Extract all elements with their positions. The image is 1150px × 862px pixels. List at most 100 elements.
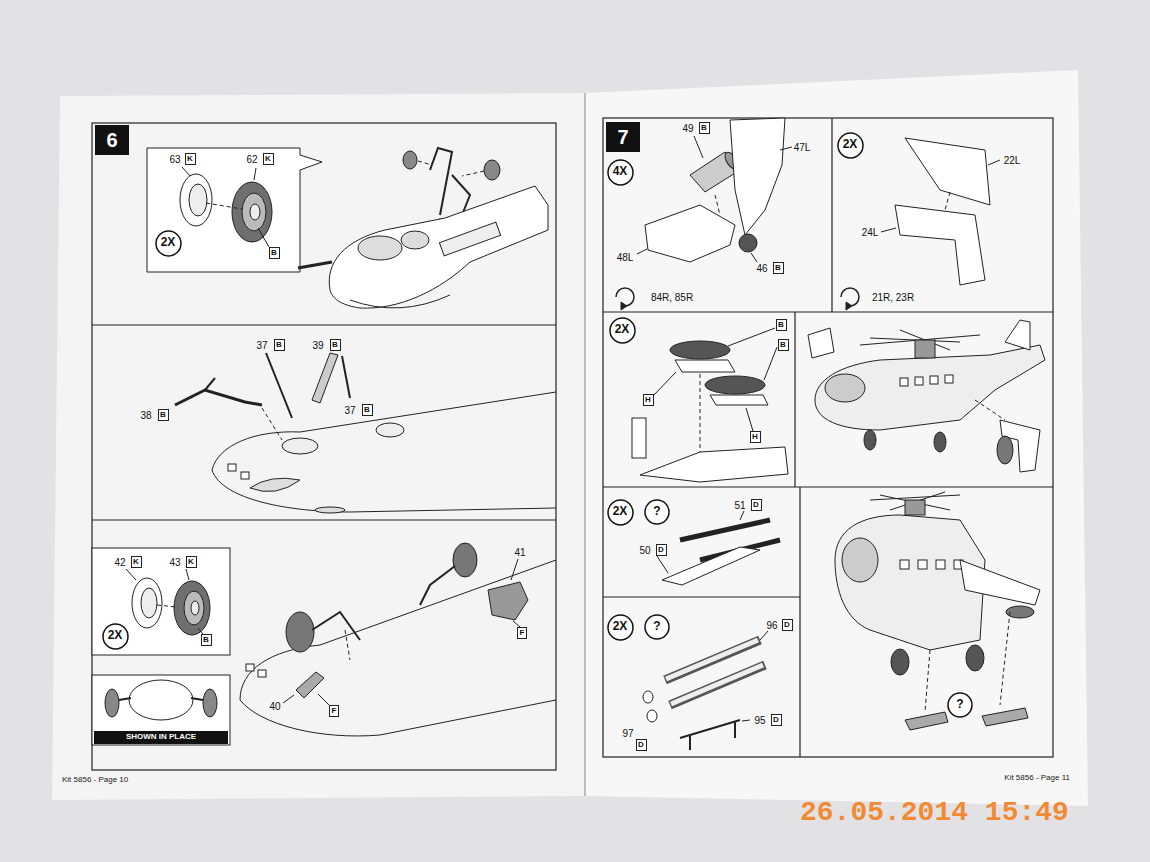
step-number: 7 xyxy=(606,122,640,152)
quantity-circle: ? xyxy=(947,692,973,718)
step6-main-gear-inset xyxy=(191,601,199,615)
helicopter-view xyxy=(966,645,984,671)
step6-nose-gear xyxy=(298,262,332,268)
helicopter-view xyxy=(905,500,925,515)
panel-frames xyxy=(92,123,556,770)
node-text: B xyxy=(332,341,338,350)
step7-missile-rails xyxy=(742,720,750,721)
helicopter-view xyxy=(808,320,1045,472)
part-number: 63 xyxy=(169,154,180,165)
panel-frames xyxy=(799,487,800,757)
helicopter-view xyxy=(808,328,834,358)
paper-sheets xyxy=(584,93,586,796)
step6-main-gear xyxy=(453,543,477,577)
node-text: D xyxy=(784,621,790,630)
part-number: 42 xyxy=(114,557,125,568)
part-letter-box: F xyxy=(517,627,527,639)
node-text: H xyxy=(645,396,651,405)
step7-rocket-pods xyxy=(675,360,735,372)
circle-outline xyxy=(838,133,863,158)
step7-rocket-pods xyxy=(746,408,753,431)
step7-pylon-parts xyxy=(645,205,735,262)
step6-wheel-inset xyxy=(206,203,242,209)
quantity-circle: ? xyxy=(644,499,670,525)
step7-wing-parts xyxy=(905,138,990,205)
part-number: 38 xyxy=(140,410,151,421)
step6-nose-gear xyxy=(452,175,470,215)
node-text: D xyxy=(658,546,664,555)
helicopter-view xyxy=(825,374,865,402)
part-number: 43 xyxy=(169,557,180,568)
step7-pylon-parts xyxy=(739,234,757,252)
part-number: 48L xyxy=(617,252,634,263)
part-number: 22L xyxy=(1004,155,1021,166)
step6-nose-struts xyxy=(266,353,292,418)
part-letter-box: K xyxy=(186,556,197,568)
step6-nose-gear xyxy=(298,148,548,308)
step7-wing-parts xyxy=(881,228,896,232)
helicopter-view xyxy=(842,538,878,582)
step6-nose-gear xyxy=(329,186,548,308)
step6-nose-gear xyxy=(484,160,500,180)
step6-main-gear-inset xyxy=(203,689,217,717)
part-letter-box: B xyxy=(362,404,373,416)
node-text: B xyxy=(364,406,370,415)
step7-pylon-parts xyxy=(841,288,859,306)
part-letter-box: B xyxy=(773,262,784,274)
step7-pylon-parts xyxy=(616,288,634,306)
circle-outline xyxy=(608,500,633,525)
node-text: SHOWN IN PLACE xyxy=(126,733,196,742)
helicopter-view xyxy=(915,340,935,358)
helicopter-view xyxy=(945,375,953,383)
helicopter-view xyxy=(975,400,1005,420)
node-text: B xyxy=(271,249,277,258)
circle-outline xyxy=(156,231,181,256)
helicopter-view xyxy=(918,560,927,569)
step7-missile-rails xyxy=(647,710,657,722)
quantity-circle: 2X xyxy=(155,230,182,257)
part-letter-box: H xyxy=(750,431,761,443)
quantity-circle: 2X xyxy=(837,132,864,159)
step-number: 6 xyxy=(95,125,129,155)
node-text: B xyxy=(276,341,282,350)
helicopter-view xyxy=(925,650,930,712)
step6-main-gear-inset xyxy=(184,591,204,625)
node-text: 2X xyxy=(615,323,630,336)
part-number: 49 xyxy=(682,123,693,134)
step6-main-gear xyxy=(240,543,556,736)
step6-main-gear xyxy=(258,670,266,677)
step7-wing-parts xyxy=(881,138,1000,285)
step6-nose-struts xyxy=(282,438,318,454)
step7-missile-rails xyxy=(740,511,744,520)
step6-wheel-inset xyxy=(232,182,272,242)
step7-pylon-parts xyxy=(730,118,785,235)
node-text: D xyxy=(638,741,644,750)
helicopter-view xyxy=(835,492,1040,730)
part-number: 50 xyxy=(639,545,650,556)
step6-nose-struts xyxy=(228,464,236,471)
node-text: H xyxy=(752,433,758,442)
node-text: 4X xyxy=(613,165,628,178)
circle-outline xyxy=(948,693,972,717)
step7-wing-parts xyxy=(988,160,1000,165)
node-text: 2X xyxy=(161,236,176,249)
quantity-circle: 2X xyxy=(607,614,634,641)
circle-outline xyxy=(608,160,633,185)
step6-nose-struts xyxy=(212,470,556,512)
panel-frames xyxy=(92,324,556,325)
step6-main-gear xyxy=(420,566,455,605)
panel-frames xyxy=(603,118,1053,757)
node-text: K xyxy=(133,558,139,567)
step6-main-gear-inset xyxy=(92,548,230,655)
part-letter-box: D xyxy=(782,619,793,631)
step6-wheel-inset xyxy=(147,148,322,272)
step7-missile-rails xyxy=(680,520,770,540)
step6-main-gear-inset xyxy=(157,605,176,607)
step6-nose-struts xyxy=(312,353,338,403)
part-number: 37 xyxy=(256,340,267,351)
step6-nose-gear xyxy=(358,236,402,260)
step6-main-gear xyxy=(240,700,556,736)
step6-wheel-inset xyxy=(258,228,269,247)
